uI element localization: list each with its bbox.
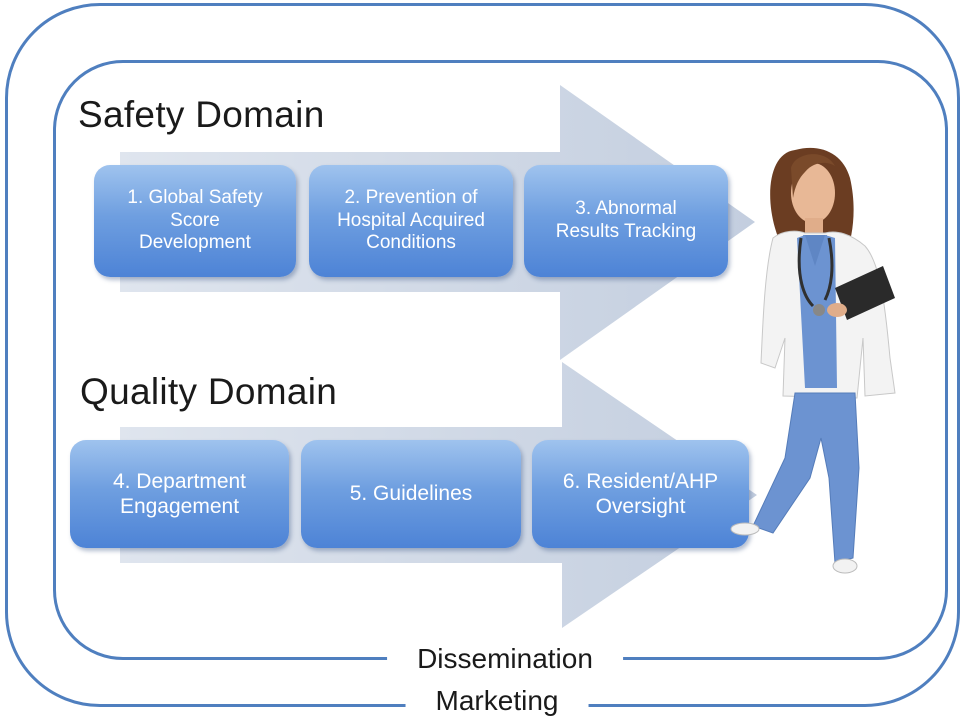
safety-item-abnormal-results: 3. Abnormal Results Tracking [524,165,728,277]
safety-domain-title: Safety Domain [78,94,325,135]
dissemination-label: Dissemination [387,641,623,677]
safety-item-global-safety-score: 1. Global Safety Score Development [94,165,296,277]
quality-domain-title: Quality Domain [80,371,338,412]
quality-item-department-engagement: 4. Department Engagement [70,440,289,548]
marketing-label: Marketing [405,683,589,719]
quality-item-guidelines: 5. Guidelines [301,440,521,548]
safety-item-prevention-hac: 2. Prevention of Hospital Acquired Condi… [309,165,513,277]
quality-item-resident-oversight: 6. Resident/AHP Oversight [532,440,749,548]
doctor-figure-icon [730,147,896,574]
